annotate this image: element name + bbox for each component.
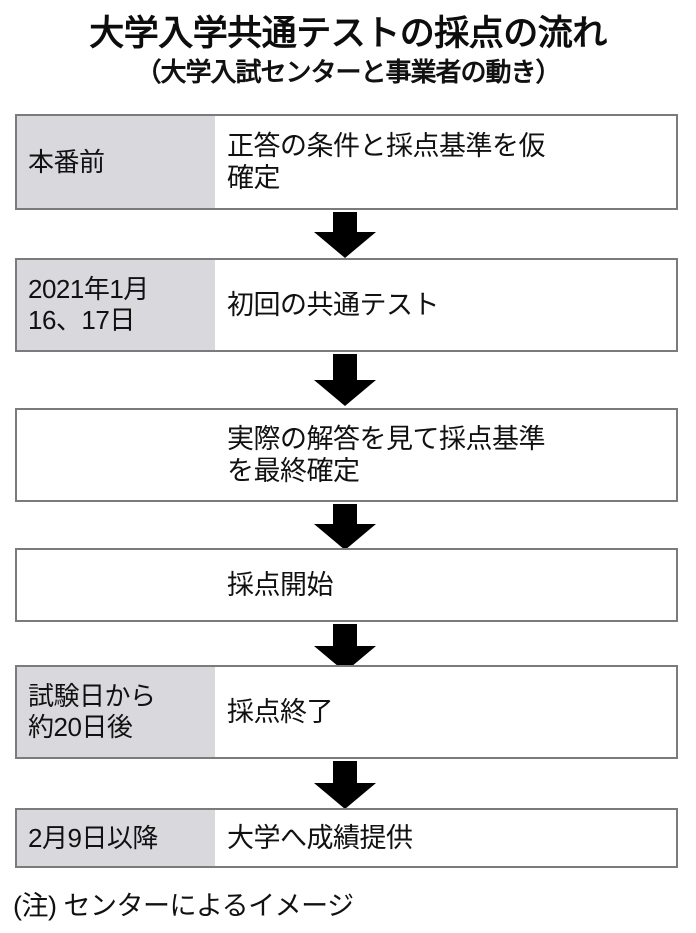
flow-arrow-5: [314, 761, 376, 809]
flow-step-5-label: 試験日から 約20日後: [17, 667, 215, 757]
page-subtitle: （大学入試センターと事業者の動き）: [135, 57, 561, 88]
flow-step-4-text: 採点開始: [227, 569, 334, 600]
flow-step-3-text: 実際の解答を見て採点基準 を最終確定: [227, 423, 546, 486]
flow-step-6: 2月9日以降 大学へ成績提供: [15, 808, 678, 868]
flow-step-6-text: 大学へ成績提供: [227, 822, 413, 853]
flow-step-1-label: 本番前: [17, 116, 215, 208]
flow-arrow-2: [314, 354, 376, 406]
flow-step-4: 採点開始: [15, 548, 678, 622]
page-title: 大学入学共通テストの採点の流れ: [89, 14, 607, 53]
flow-arrow-4: [314, 624, 376, 672]
flow-step-1-text: 正答の条件と採点基準を仮 確定: [227, 130, 546, 193]
flow-step-3: 実際の解答を見て採点基準 を最終確定: [15, 408, 678, 502]
flow-step-2-text: 初回の共通テスト: [227, 289, 440, 320]
flow-arrow-1: [314, 212, 376, 258]
chart-header: 大学入学共通テストの採点の流れ （大学入試センターと事業者の動き）: [0, 0, 696, 88]
flow-step-5-text: 採点終了: [227, 696, 334, 727]
flow-step-5: 試験日から 約20日後 採点終了: [15, 665, 678, 759]
footnote: (注) センターによるイメージ: [13, 891, 354, 921]
flow-step-1: 本番前 正答の条件と採点基準を仮 確定: [15, 114, 678, 210]
flow-arrow-3: [314, 504, 376, 550]
flow-step-2: 2021年1月 16、17日 初回の共通テスト: [15, 258, 678, 352]
flow-step-2-label: 2021年1月 16、17日: [17, 260, 215, 350]
flow-step-6-label: 2月9日以降: [17, 810, 215, 866]
